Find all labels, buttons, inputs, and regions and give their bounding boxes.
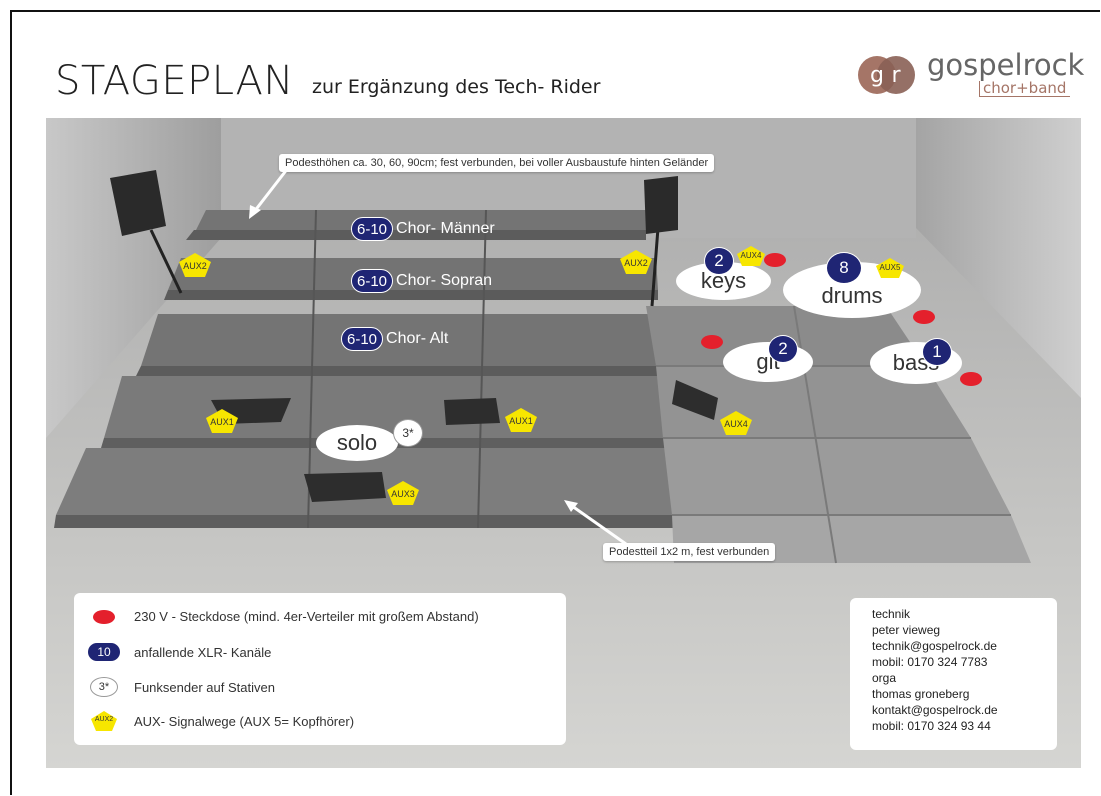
callout-podest-part: Podestteil 1x2 m, fest verbunden	[603, 543, 776, 561]
page-subtitle: zur Ergänzung des Tech- Rider	[312, 76, 601, 98]
legend-row-xlr: 10 anfallende XLR- Kanäle	[74, 642, 271, 662]
logo: g r gospelrock chor+band	[858, 48, 1088, 104]
aux-pentagon: AUX4	[719, 410, 753, 436]
aux-pentagon: AUX1	[504, 407, 538, 433]
contact-line: peter vieweg	[872, 623, 941, 637]
pentagon-icon	[179, 253, 211, 277]
channel-count-badge: 6-10	[341, 327, 384, 351]
pentagon-icon	[387, 481, 419, 505]
pentagon-icon	[720, 411, 752, 435]
legend-aux-text: AUX- Signalwege (AUX 5= Kopfhörer)	[134, 713, 355, 729]
radio-badge-icon: 3*	[90, 677, 118, 697]
legend-radio-text: Funksender auf Stativen	[134, 679, 275, 695]
contact-line: mobil: 0170 324 7783	[872, 655, 988, 669]
svg-text:g: g	[870, 63, 884, 88]
logo-mark-icon: g r	[858, 56, 915, 94]
legend-row-radio: 3* Funksender auf Stativen	[74, 677, 275, 697]
legend-power-text: 230 V - Steckdose (mind. 4er-Verteiler m…	[134, 609, 479, 624]
channel-count-badge: 6-10	[351, 217, 394, 241]
legend: 230 V - Steckdose (mind. 4er-Verteiler m…	[74, 593, 566, 745]
arrow-icon	[249, 167, 290, 219]
contact-line: mobil: 0170 324 93 44	[872, 719, 991, 733]
contact-line: orga	[872, 671, 897, 685]
legend-row-power: 230 V - Steckdose (mind. 4er-Verteiler m…	[74, 609, 479, 624]
solo-radio-badge: 3*	[393, 419, 423, 447]
solo-position: solo	[316, 425, 398, 461]
git-channel-badge: 2	[768, 335, 798, 363]
contact-email-tech[interactable]: technik@gospelrock.de	[872, 639, 997, 653]
drums-channel-badge: 8	[826, 252, 862, 284]
aux-label: AUX1	[509, 416, 533, 426]
contact-line: technik	[872, 607, 911, 621]
pentagon-icon	[737, 246, 765, 266]
choir-section-name: Chor- Sopran	[396, 272, 493, 289]
contact-email-orga[interactable]: kontakt@gospelrock.de	[872, 703, 998, 717]
power-outlet	[701, 335, 723, 349]
drums-label: drums	[821, 283, 883, 308]
contact-line: thomas groneberg	[872, 687, 970, 701]
channel-count-badge: 6-10	[351, 269, 394, 293]
aux-label: AUX4	[740, 251, 762, 260]
arrow-icon	[564, 500, 627, 546]
choir-section-name: Chor- Alt	[386, 330, 449, 347]
aux-pentagon: AUX1	[205, 408, 239, 434]
aux-label: AUX4	[724, 419, 748, 429]
pentagon-icon	[505, 408, 537, 432]
power-outlet-icon	[93, 609, 115, 624]
choir-alto-label: 6-10 Chor- Alt	[341, 327, 448, 351]
aux-label: AUX5	[879, 263, 901, 272]
page-frame	[10, 10, 1100, 795]
contact-box: technik peter vieweg technik@gospelrock.…	[850, 598, 1057, 750]
power-outlet	[960, 372, 982, 386]
logo-subtitle: chor+band	[979, 81, 1071, 97]
aux-pentagon: AUX4	[736, 245, 766, 267]
aux-label: AUX2	[183, 261, 207, 271]
stage-scene: Podesthöhen ca. 30, 60, 90cm; fest verbu…	[46, 118, 1081, 768]
aux-pentagon: AUX3	[386, 480, 420, 506]
legend-xlr-text: anfallende XLR- Kanäle	[134, 644, 272, 660]
pentagon-icon	[620, 250, 652, 274]
keys-channel-badge: 2	[704, 247, 734, 275]
power-outlet	[913, 310, 935, 324]
aux-label: AUX3	[391, 489, 415, 499]
aux-pentagon: AUX2	[619, 249, 653, 275]
power-outlet	[764, 253, 786, 267]
solo-label: solo	[336, 430, 378, 455]
pentagon-icon	[206, 409, 238, 433]
page-title: STAGEPLAN	[55, 58, 294, 104]
aux-sample-label: AUX2	[94, 716, 114, 723]
callout-podest-heights: Podesthöhen ca. 30, 60, 90cm; fest verbu…	[279, 154, 715, 172]
pentagon-icon	[91, 711, 117, 731]
legend-row-aux: AUX2 AUX- Signalwege (AUX 5= Kopfhörer)	[74, 710, 354, 732]
stage-render	[46, 118, 1081, 768]
pentagon-icon	[876, 258, 904, 278]
choir-section-name: Chor- Männer	[396, 220, 495, 237]
aux-pentagon: AUX5	[875, 257, 905, 279]
bass-channel-badge: 1	[922, 338, 952, 366]
aux-label: AUX1	[210, 417, 234, 427]
aux-pentagon: AUX2	[178, 252, 212, 278]
choir-men-label: 6-10 Chor- Männer	[351, 217, 495, 241]
xlr-badge-icon: 10	[87, 642, 121, 662]
logo-wordmark: gospelrock	[927, 48, 1085, 82]
aux-label: AUX2	[624, 258, 648, 268]
svg-text:r: r	[891, 63, 901, 88]
choir-soprano-label: 6-10 Chor- Sopran	[351, 269, 492, 293]
